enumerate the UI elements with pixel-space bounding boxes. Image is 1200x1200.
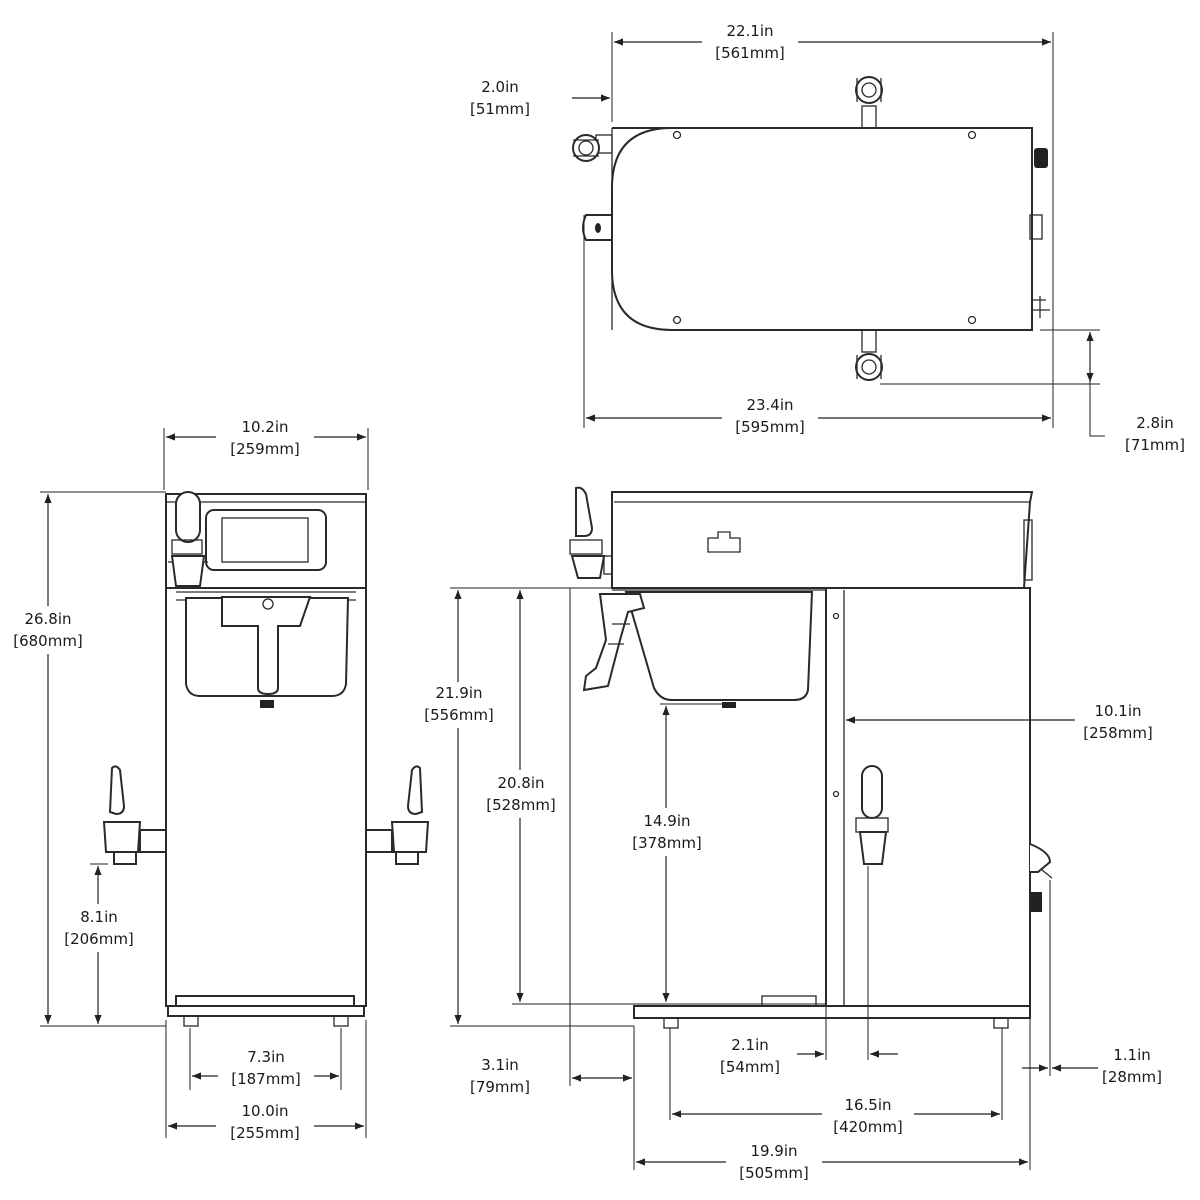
dim-side-depth-inch: 19.9in [750, 1142, 797, 1160]
dim-top-right-offset-mm: [71mm] [1125, 436, 1185, 454]
side-head-faucet [569, 486, 613, 579]
dim-top-width-mm: [561mm] [715, 44, 785, 62]
dim-top-right-offset-inch: 2.8in [1136, 414, 1174, 432]
dim-front-base-width-mm: [255mm] [230, 1124, 300, 1142]
dim-side-faucet-offset: 2.1in [54mm] [720, 1036, 780, 1076]
dim-front-height: 26.8in [680mm] [6, 606, 92, 654]
dim-top-left-offset: 2.0in [51mm] [470, 78, 530, 118]
dim-top-width: 22.1in [561mm] [702, 18, 798, 66]
dim-top-width-inch: 22.1in [726, 22, 773, 40]
dim-side-front-offset-mm: [79mm] [470, 1078, 530, 1096]
dim-side-feet-spacing: 16.5in [420mm] [822, 1092, 914, 1140]
dim-side-tower-depth-mm: [258mm] [1083, 724, 1153, 742]
dim-top-overall-width-inch: 23.4in [746, 396, 793, 414]
dim-front-feet-spacing-mm: [187mm] [231, 1070, 301, 1088]
dim-side-cabinet-height-mm: [556mm] [424, 706, 494, 724]
dim-side-depth-mm: [505mm] [739, 1164, 809, 1182]
dim-side-cabinet-height: 21.9in [556mm] [416, 682, 502, 728]
side-view [450, 486, 1098, 1170]
side-rear-valve [1029, 843, 1053, 912]
dim-front-height-mm: [680mm] [13, 632, 83, 650]
dim-side-funnel-clearance-inch: 14.9in [643, 812, 690, 830]
dim-front-height-inch: 26.8in [24, 610, 71, 628]
dim-side-depth: 19.9in [505mm] [726, 1138, 822, 1186]
dim-side-cabinet-height-inch: 21.9in [435, 684, 482, 702]
dim-front-faucet-height: 8.1in [206mm] [58, 904, 140, 952]
dim-top-right-offset: 2.8in [71mm] [1125, 414, 1185, 454]
dim-front-faucet-height-mm: [206mm] [64, 930, 134, 948]
dim-side-feet-spacing-mm: [420mm] [833, 1118, 903, 1136]
top-view [572, 32, 1105, 437]
dim-side-rear-offset-inch: 1.1in [1113, 1046, 1151, 1064]
dim-front-feet-spacing: 7.3in [187mm] [218, 1046, 314, 1092]
dim-front-top-width-mm: [259mm] [230, 440, 300, 458]
front-faucet-right [365, 765, 430, 865]
front-view [40, 428, 430, 1138]
dim-side-rear-offset-mm: [28mm] [1102, 1068, 1162, 1086]
dim-front-base-width-inch: 10.0in [241, 1102, 288, 1120]
dim-side-clearance-height-mm: [528mm] [486, 796, 556, 814]
dim-front-base-width: 10.0in [255mm] [216, 1098, 314, 1146]
dim-top-overall-width-mm: [595mm] [735, 418, 805, 436]
dim-side-rear-offset: 1.1in [28mm] [1102, 1046, 1162, 1086]
dim-side-front-offset-inch: 3.1in [481, 1056, 519, 1074]
side-tower-faucet [855, 765, 889, 865]
side-brew-funnel [582, 589, 826, 708]
dim-front-top-width: 10.2in [259mm] [216, 416, 314, 462]
dim-side-clearance-height-inch: 20.8in [497, 774, 544, 792]
top-faucet-left [572, 134, 613, 162]
dimension-labels: 22.1in [561mm] 2.0in [51mm] 23.4in [595m… [6, 18, 1185, 1186]
dim-front-top-width-inch: 10.2in [241, 418, 288, 436]
dim-front-feet-spacing-inch: 7.3in [247, 1048, 285, 1066]
dim-top-left-offset-inch: 2.0in [481, 78, 519, 96]
dim-side-clearance-height: 20.8in [528mm] [478, 770, 564, 818]
dim-side-funnel-clearance: 14.9in [378mm] [624, 808, 710, 856]
front-brew-basket [176, 591, 356, 708]
dim-side-tower-depth-inch: 10.1in [1094, 702, 1141, 720]
dim-side-faucet-offset-inch: 2.1in [731, 1036, 769, 1054]
dim-side-feet-spacing-inch: 16.5in [844, 1096, 891, 1114]
dim-side-tower-depth: 10.1in [258mm] [1083, 702, 1153, 742]
dim-side-faucet-offset-mm: [54mm] [720, 1058, 780, 1076]
top-faucet-lower [855, 329, 883, 381]
front-faucet-left [102, 765, 167, 865]
dim-front-faucet-height-inch: 8.1in [80, 908, 118, 926]
top-faucet-upper [855, 76, 883, 129]
front-head-faucet [168, 491, 208, 587]
dim-top-overall-width: 23.4in [595mm] [722, 394, 818, 440]
dim-side-front-offset: 3.1in [79mm] [470, 1056, 530, 1096]
dim-top-left-offset-mm: [51mm] [470, 100, 530, 118]
dim-side-funnel-clearance-mm: [378mm] [632, 834, 702, 852]
